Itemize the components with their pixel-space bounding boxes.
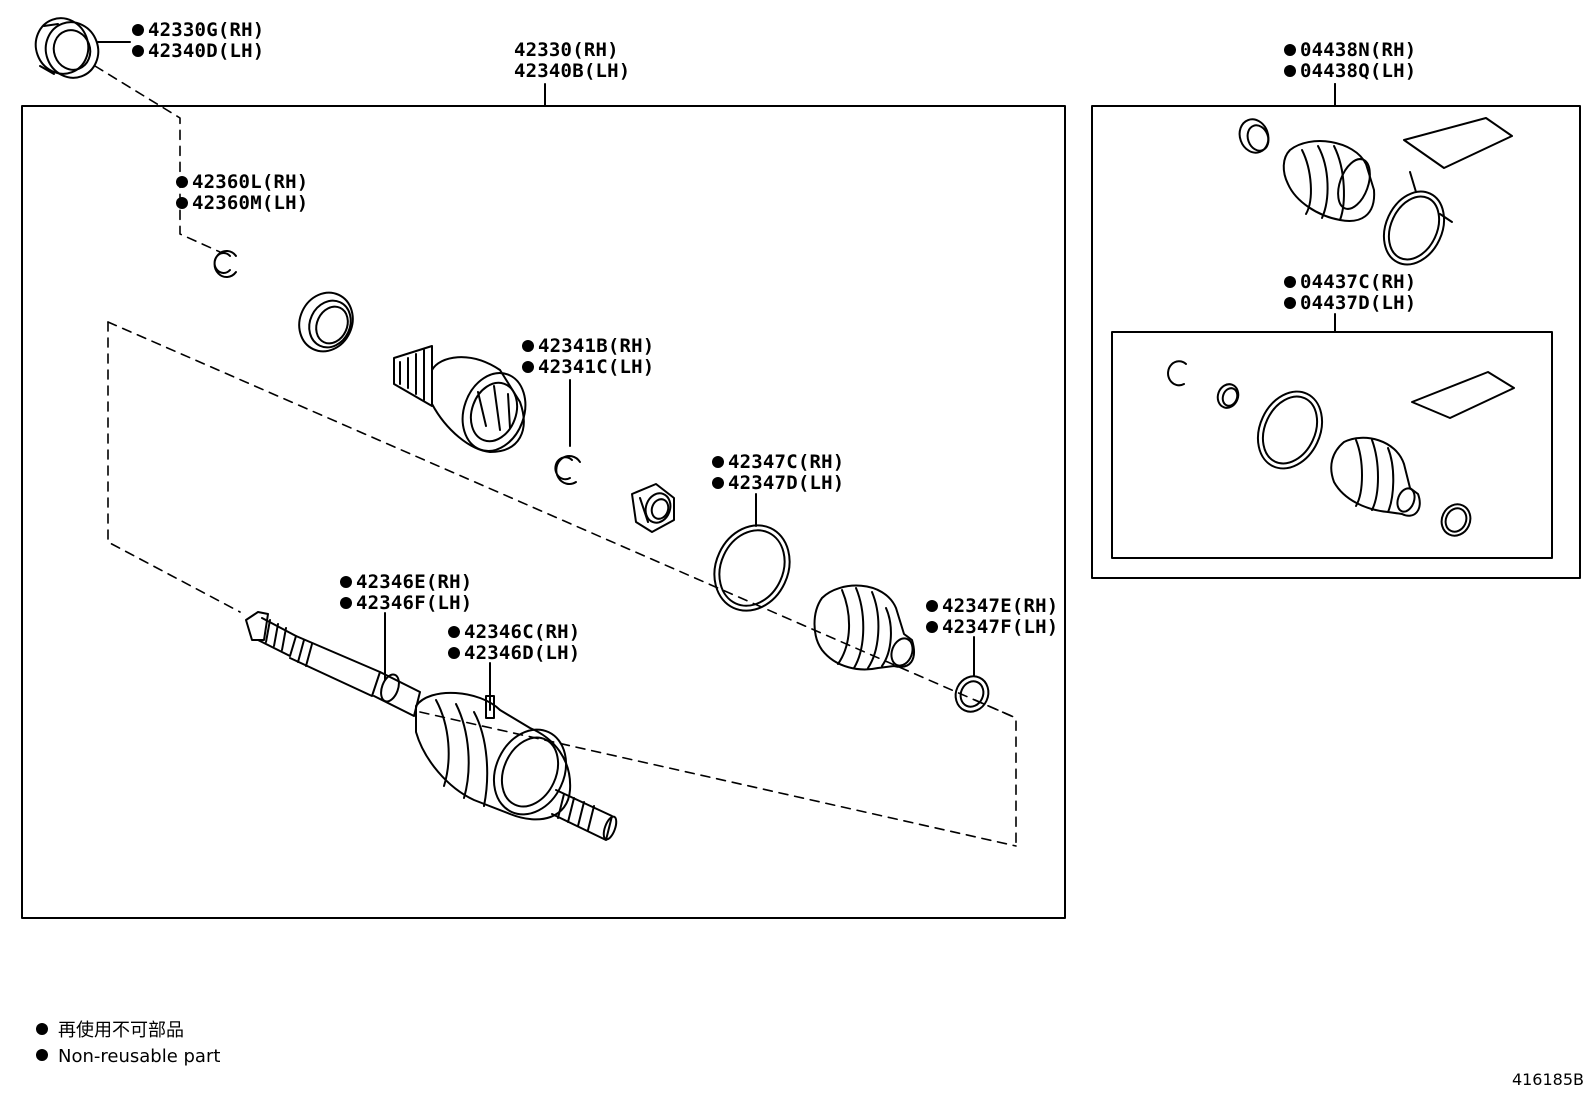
legend: 再使用不可部品 Non-reusable part <box>36 1018 220 1070</box>
legend-dot-icon <box>36 1049 48 1061</box>
non-reusable-dot-icon <box>1284 276 1296 288</box>
shaft-assy-frame <box>21 105 1066 919</box>
snap-ring-inner-icon <box>554 455 581 485</box>
label-dust-deflector: 42330G(RH) 42340D(LH) <box>132 20 264 62</box>
non-reusable-dot-icon <box>340 576 352 588</box>
kit-inboard-parts-icon <box>1238 117 1513 266</box>
label-snap-ring-inner: 42341B(RH) 42341C(LH) <box>522 336 654 378</box>
non-reusable-dot-icon <box>176 197 188 209</box>
non-reusable-dot-icon <box>926 600 938 612</box>
non-reusable-dot-icon <box>1284 44 1296 56</box>
label-boot-band-no2: 42346C(RH) 42346D(LH) <box>448 622 580 664</box>
label-shaft-assy: 42330(RH) 42340B(LH) <box>514 39 631 82</box>
boot-clamp-outer-icon <box>954 675 990 713</box>
dust-deflector-icon <box>34 17 100 79</box>
label-snap-ring-outer: 42360L(RH) 42360M(LH) <box>176 172 308 214</box>
non-reusable-dot-icon <box>522 361 534 373</box>
non-reusable-dot-icon <box>176 176 188 188</box>
drive-shaft-icon <box>245 611 618 841</box>
label-boot-clamp-outer: 42347E(RH) 42347F(LH) <box>926 596 1058 638</box>
non-reusable-dot-icon <box>712 477 724 489</box>
label-boot-band-no1: 42346E(RH) 42346F(LH) <box>340 572 472 614</box>
non-reusable-dot-icon <box>448 626 460 638</box>
boot-kit-inboard-frame <box>1091 105 1581 579</box>
label-boot-kit-inboard: 04438N(RH) 04438Q(LH) <box>1284 40 1416 82</box>
kit-outboard-parts-icon <box>1167 360 1515 537</box>
non-reusable-dot-icon <box>340 597 352 609</box>
diagram-code: 416185B <box>1511 1070 1584 1089</box>
inboard-boot-icon <box>813 584 915 671</box>
non-reusable-dot-icon <box>132 24 144 36</box>
non-reusable-dot-icon <box>1284 65 1296 77</box>
boot-kit-outboard-frame <box>1111 331 1553 559</box>
legend-dot-icon <box>36 1023 48 1035</box>
dust-seal-icon <box>298 291 354 353</box>
non-reusable-dot-icon <box>1284 297 1296 309</box>
non-reusable-dot-icon <box>712 456 724 468</box>
boot-clamp-inner-icon <box>713 524 791 612</box>
non-reusable-dot-icon <box>522 340 534 352</box>
non-reusable-dot-icon <box>132 45 144 57</box>
label-boot-clamp-inner: 42347C(RH) 42347D(LH) <box>712 452 844 494</box>
inboard-joint-tulip-icon <box>393 345 527 453</box>
snap-ring-outer-icon <box>213 250 237 278</box>
non-reusable-dot-icon <box>926 621 938 633</box>
non-reusable-dot-icon <box>448 647 460 659</box>
label-boot-kit-outboard: 04437C(RH) 04437D(LH) <box>1284 272 1416 314</box>
tripod-icon <box>631 483 675 533</box>
